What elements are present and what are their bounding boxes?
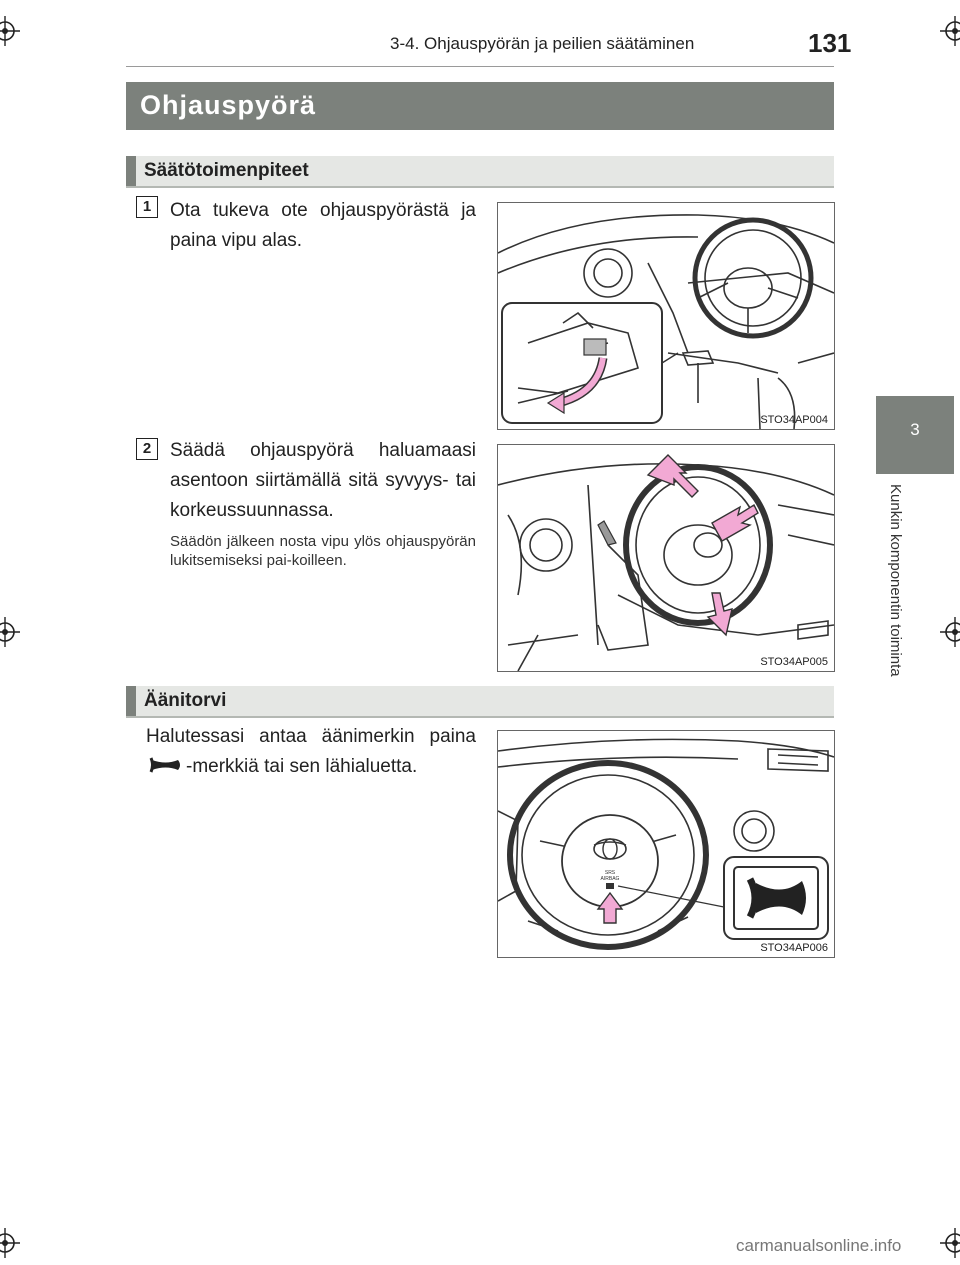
subheading-horn-text: Äänitorvi: [144, 690, 227, 711]
figure-tilt-telescopic: STO34AP005: [497, 444, 835, 672]
registration-mark: [940, 1228, 960, 1258]
subheading-adjustment-text: Säätötoimenpiteet: [144, 160, 309, 181]
subheading-horn: Äänitorvi: [126, 686, 834, 718]
airbag-label-airbag: AIRBAG: [601, 876, 620, 882]
step-2-note: Säädön jälkeen nosta vipu ylös ohjauspyö…: [170, 533, 476, 569]
chapter-title: Kunkin komponentin toiminta: [887, 484, 904, 677]
main-heading-text: Ohjauspyörä: [140, 90, 317, 120]
chapter-number: 3: [910, 420, 920, 439]
chapter-title-vertical: Kunkin komponentin toiminta: [884, 484, 908, 734]
step-1-text: Ota tukeva ote ohjauspyörästä ja paina v…: [170, 200, 476, 251]
registration-mark: [940, 617, 960, 647]
subheading-adjustment: Säätötoimenpiteet: [126, 156, 834, 188]
figure-lever-release: STO34AP004: [497, 202, 835, 430]
figure-horn: SRS AIRBAG STO34AP006: [497, 730, 835, 958]
main-heading: Ohjauspyörä: [126, 82, 834, 130]
figure-code-2: STO34AP005: [760, 656, 828, 668]
watermark: carmanualsonline.info: [736, 1236, 902, 1255]
steering-adjust-illustration: [498, 454, 834, 671]
step-number-1: 1: [136, 196, 158, 218]
chapter-tab: 3: [876, 396, 954, 474]
figure-code-3: STO34AP006: [760, 942, 828, 954]
step-2-text: Säädä ohjauspyörä haluamaasi asentoon si…: [170, 440, 476, 521]
registration-mark: [940, 16, 960, 46]
horn-symbol-enlarged: [746, 877, 806, 919]
horn-pad-illustration: SRS AIRBAG: [498, 738, 834, 950]
steering-lever-illustration: [498, 214, 834, 429]
registration-mark: [0, 617, 20, 647]
page-number: 131: [808, 28, 852, 58]
figure-code-1: STO34AP004: [760, 414, 828, 426]
horn-text-after: -merkkiä tai sen lähialuetta.: [186, 756, 418, 777]
horn-instruction: Halutessasi antaa äänimerkin paina -merk…: [146, 722, 476, 782]
horn-text-before: Halutessasi antaa äänimerkin paina: [146, 726, 476, 747]
registration-mark: [0, 16, 20, 46]
header-rule: [126, 66, 834, 67]
horn-icon: [149, 757, 180, 773]
header-section-title: 3-4. Ohjauspyörän ja peilien säätäminen: [390, 34, 695, 53]
airbag-label-srs: SRS: [605, 870, 616, 876]
registration-mark: [0, 1228, 20, 1258]
step-number-2: 2: [136, 438, 158, 460]
